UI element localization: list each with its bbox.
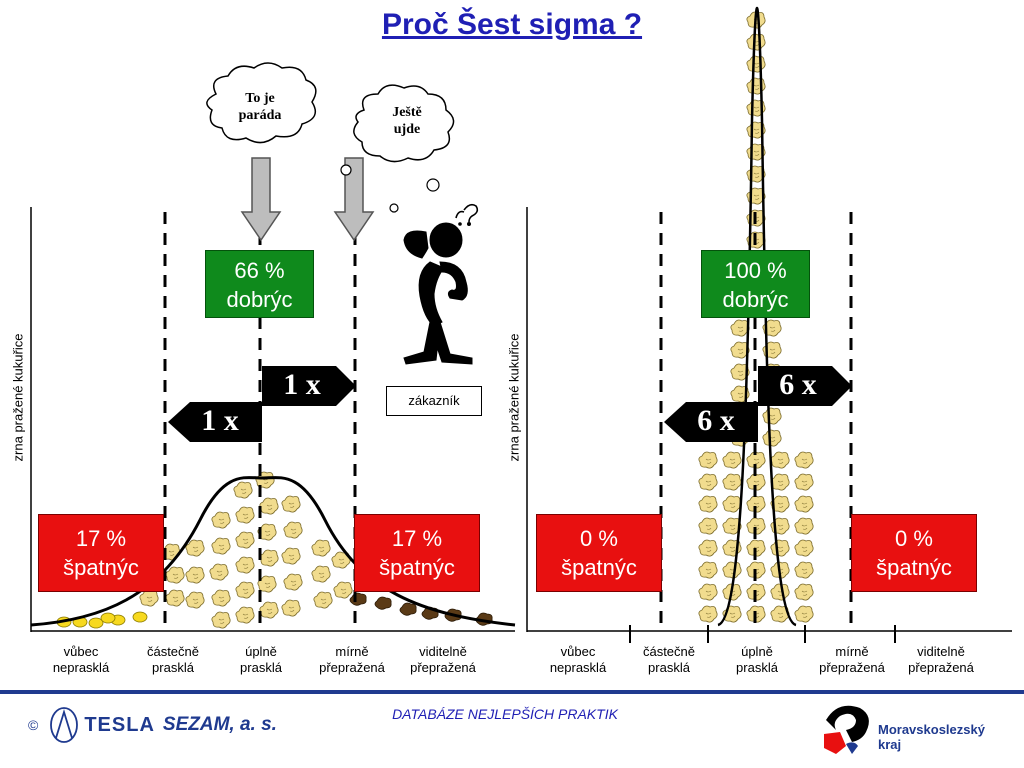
popcorn-kernel (794, 583, 814, 601)
right-category-label-2: částečně prasklá (642, 644, 696, 675)
popcorn-kernel (762, 429, 782, 447)
popcorn-kernel (698, 561, 718, 579)
right-bad-tag-low: 0 % špatnýc (536, 514, 662, 592)
page-title: Proč Šest sigma ? (381, 8, 643, 41)
company-suffix: SEZAM, a. s. (162, 714, 277, 735)
down-arrow-icon (333, 157, 375, 242)
right-category-label-3: úplně prasklá (736, 644, 778, 675)
thought-bubble-icon (206, 62, 317, 144)
tesla-logo-icon (50, 707, 79, 743)
popcorn-kernel (794, 517, 814, 535)
popcorn-kernel (794, 561, 814, 579)
popcorn-kernel (730, 319, 750, 337)
right-category-label-4: mírně přepražená (819, 644, 885, 675)
popcorn-kernel (746, 55, 766, 73)
left-category-label-5: viditelně přepražená (410, 644, 476, 675)
right-axes (526, 207, 1012, 643)
popcorn-kernel (722, 561, 742, 579)
thought-bubble-icon (340, 84, 455, 213)
left-lower-sigma-arrow (168, 402, 262, 442)
right-good-tag: 100 % dobrýc (701, 250, 810, 318)
popcorn-kernel (722, 495, 742, 513)
copyright-symbol: © (28, 717, 39, 733)
popcorn-kernel (698, 539, 718, 557)
thinking-person-icon (403, 203, 479, 365)
footer-database-title: DATABÁZE NEJLEPŠÍCH PRAKTIK (392, 706, 618, 722)
popcorn-kernel (722, 451, 742, 469)
right-upper-sigma-arrow (758, 366, 852, 406)
region-name: Moravskoslezský kraj (878, 722, 985, 752)
left-category-label-4: mírně přepražená (319, 644, 385, 675)
popcorn-kernel (794, 539, 814, 557)
right-lower-sigma-label: 6 x (697, 404, 735, 437)
left-lower-sigma-label: 1 x (201, 404, 239, 437)
right-lower-sigma-arrow (664, 402, 758, 442)
right-category-label-5: viditelně přepražená (908, 644, 974, 675)
right-y-axis-label: zrna pražené kukuřice (506, 333, 522, 462)
popcorn-kernel (794, 473, 814, 491)
footer-rule (0, 690, 1024, 694)
left-category-label-1: vůbec neprasklá (52, 644, 110, 675)
popcorn-kernel (770, 583, 790, 601)
left-upper-sigma-label: 1 x (283, 368, 321, 401)
popcorn-kernel (762, 407, 782, 425)
popcorn-kernel (698, 605, 718, 623)
popcorn-kernel (698, 495, 718, 513)
region-logo-icon (824, 705, 869, 754)
right-upper-sigma-label: 6 x (779, 368, 817, 401)
popcorn-kernel (746, 33, 766, 51)
popcorn-kernel (698, 517, 718, 535)
left-category-label-2: částečně prasklá (146, 644, 200, 675)
company-name: TESLA (84, 713, 155, 736)
bubble-text-left: To je paráda (238, 91, 282, 123)
left-y-axis-label: zrna pražené kukuřice (10, 333, 26, 462)
left-bad-tag-high: 17 % špatnýc (354, 514, 480, 592)
left-category-label-3: úplně prasklá (240, 644, 282, 675)
popcorn-kernel (698, 473, 718, 491)
right-bad-tag-high: 0 % špatnýc (851, 514, 977, 592)
customer-label: zákazník (386, 386, 482, 416)
popcorn-kernel (794, 451, 814, 469)
left-upper-sigma-arrow (262, 366, 356, 406)
popcorn-kernel (770, 451, 790, 469)
popcorn-kernel (770, 539, 790, 557)
popcorn-kernel (794, 605, 814, 623)
popcorn-kernel (794, 495, 814, 513)
down-arrow-icon (240, 157, 282, 242)
footer-region: Moravskoslezský kraj (820, 698, 1010, 758)
left-good-tag: 66 % dobrýc (205, 250, 314, 318)
footer-company: © TESLA SEZAM, a. s. (28, 706, 277, 744)
right-distribution-curve (717, 6, 797, 627)
popcorn-kernel (722, 473, 742, 491)
popcorn-kernel (698, 583, 718, 601)
left-axes (30, 207, 515, 632)
popcorn-kernel (698, 451, 718, 469)
bubble-text-right: Ještě ujde (392, 105, 422, 137)
popcorn-kernel (770, 473, 790, 491)
left-bad-tag-low: 17 % špatnýc (38, 514, 164, 592)
right-category-label-1: vůbec neprasklá (549, 644, 607, 675)
